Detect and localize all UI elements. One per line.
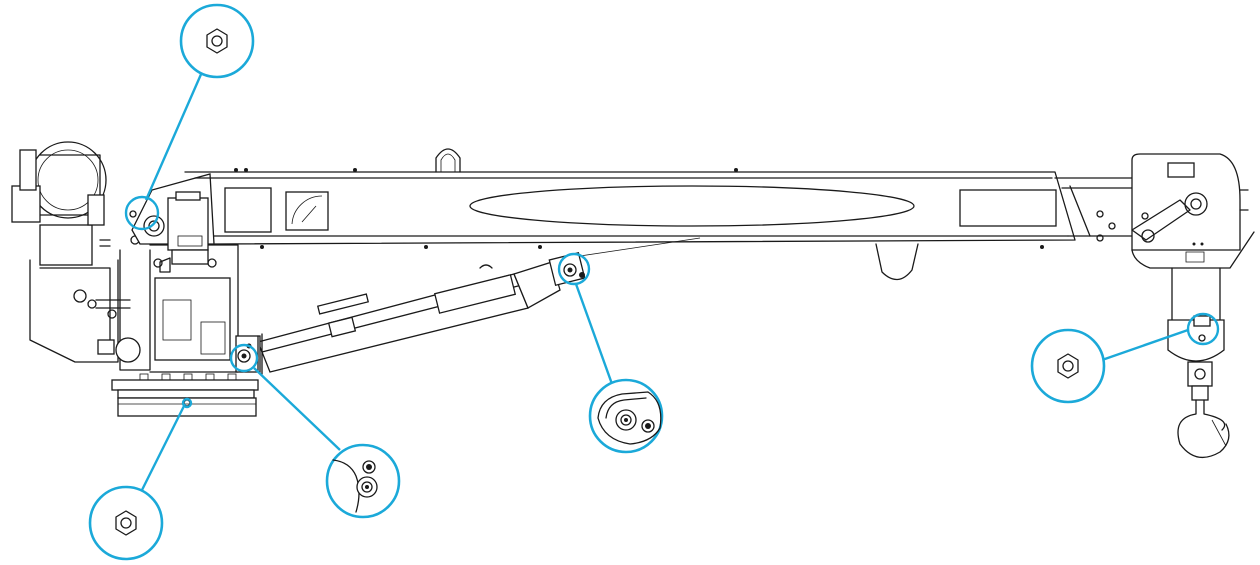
hook-block [1167,267,1230,459]
boom-pivot-bracket [131,173,215,265]
mast-column [119,244,239,373]
leader-line [140,403,187,491]
leader-line [1101,328,1189,362]
detail-ring [1030,328,1106,404]
cylinder-rod-callout[interactable] [557,252,664,454]
hex-nut-icon [206,28,228,54]
leader-line [574,283,614,385]
highlight-circle [124,195,160,231]
grease-fitting-icon [597,391,662,445]
detail-ring [88,485,164,561]
boom-extension [1054,177,1133,242]
winch-assembly [11,141,141,363]
highlight-circle [181,397,193,409]
callouts [88,3,1220,561]
crane-drawing [11,141,1255,459]
leader-line [253,367,341,451]
base-mount-callout[interactable] [88,397,193,561]
cylinder-base-callout[interactable] [229,343,401,519]
base-plate [111,373,259,417]
boom-pivot-callout[interactable] [124,3,255,231]
hex-nut-icon [115,510,137,536]
main-boom [184,148,1076,281]
highlight-circle [557,252,591,286]
hook-block-callout[interactable] [1030,312,1220,404]
hydraulic-cylinder [235,237,701,375]
detail-ring [179,3,255,79]
leader-line [144,71,204,201]
hex-nut-icon [1057,353,1079,379]
highlight-circle [1186,312,1220,346]
grease-fitting-icon [332,459,378,513]
highlight-circle [229,343,259,373]
boom-head-sheave [1131,153,1255,269]
